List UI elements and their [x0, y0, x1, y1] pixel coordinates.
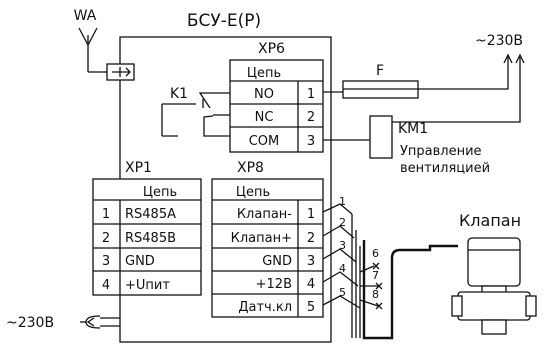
xp6-row-num: 3	[307, 134, 315, 149]
xp8-row-num: 2	[307, 231, 315, 246]
xp6-row-num: 1	[307, 87, 315, 102]
xp1-title: XP1	[125, 160, 152, 176]
xp8-row-num: 3	[307, 254, 315, 269]
com-wire	[323, 57, 521, 141]
xp8-table	[211, 178, 324, 318]
xp8-row-name: Клапан-	[237, 207, 292, 222]
xp8-header: Цепь	[236, 185, 270, 200]
xp8-row-name: GND	[262, 254, 292, 269]
xp1-row-name: RS485B	[125, 231, 176, 246]
contactor-label: KM1	[398, 121, 428, 137]
xp6-title: XP6	[258, 41, 285, 57]
xp6-row-name: NO	[254, 87, 274, 102]
xp8-row-num: 4	[307, 277, 315, 292]
xp6-row-name: COM	[249, 134, 280, 149]
xp1-header: Цепь	[143, 185, 177, 200]
wire-number: 3	[339, 239, 346, 252]
valve-label: Клапан	[459, 211, 521, 230]
fuse-wire	[323, 57, 509, 93]
valve-icon	[451, 237, 537, 335]
antenna-connector-icon	[106, 63, 135, 81]
xp1-row-name: RS485A	[125, 207, 176, 222]
contactor-desc-line1: Управление	[400, 144, 482, 159]
contactor-coil	[369, 115, 393, 159]
power-in-label: ~230В	[6, 315, 54, 331]
xp8-row-num: 1	[307, 207, 315, 222]
relay-label: K1	[170, 86, 188, 102]
antenna-label: WA	[74, 8, 97, 24]
wire-number: 5	[339, 286, 346, 299]
xp1-row-num: 1	[102, 207, 110, 222]
relay-contact-icon	[161, 92, 230, 137]
xp8-row-name: Клапан+	[231, 231, 292, 246]
xp1-row-name: +Uпит	[125, 278, 170, 293]
antenna-icon	[78, 27, 108, 73]
power-out-arrows-icon	[503, 53, 525, 64]
power-out-label: ~230В	[475, 33, 523, 49]
xp8-title: XP8	[237, 160, 264, 176]
xp1-table	[92, 178, 202, 296]
xp6-row-num: 2	[307, 110, 315, 125]
xp8-row-num: 5	[307, 300, 315, 315]
xp6-row-name: NC	[255, 110, 274, 125]
device-title: БСУ-Е(Р)	[187, 11, 261, 31]
xp1-row-num: 3	[102, 254, 110, 269]
xp1-row-num: 4	[102, 278, 110, 293]
fuse-icon	[342, 80, 419, 99]
wire-number: 1	[339, 195, 346, 208]
xp8-row-name: +12В	[256, 277, 292, 292]
power-plug-icon	[80, 315, 120, 329]
fuse-label: F	[376, 63, 384, 79]
xp6-table	[229, 59, 324, 153]
xp1-row-name: GND	[125, 254, 155, 269]
xp6-header: Цепь	[247, 66, 281, 81]
cable-harness	[322, 203, 458, 340]
contactor-desc-line2: вентиляцией	[400, 161, 490, 176]
wire-number: 6	[372, 247, 379, 260]
xp8-row-name: Датч.кл	[238, 300, 292, 315]
wire-number: 7	[372, 269, 379, 282]
wire-number: 2	[339, 216, 346, 229]
wire-number: 4	[339, 262, 346, 275]
wire-number: 8	[372, 288, 379, 301]
xp1-row-num: 2	[102, 231, 110, 246]
